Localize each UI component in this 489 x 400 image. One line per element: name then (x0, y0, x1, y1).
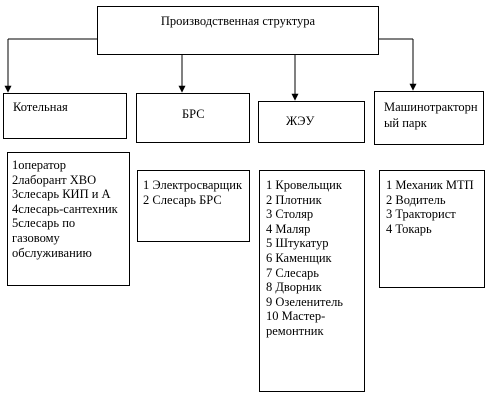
dept-title-mtp: Машинотракторный парк (384, 100, 478, 130)
root-title: Производственная структура (160, 14, 316, 28)
list-item: 2 Водитель (386, 192, 446, 207)
list-item: 4 Маляр (266, 221, 311, 236)
staff-box-mtp: 1 Механик МТП 2 Водитель 3 Тракторист 4 … (379, 170, 485, 288)
list-item: 1 Электросварщик (143, 178, 243, 192)
dept-title-kotelnaya: Котельная (13, 100, 68, 114)
dept-box-zheu: ЖЭУ (258, 101, 365, 143)
list-item: 9 Озеленитель (266, 294, 344, 309)
list-item: 6 Каменщик (266, 250, 332, 265)
dept-box-kotelnaya: Котельная (3, 93, 127, 139)
list-item: 10 Мастер-ремонтник (266, 309, 326, 338)
staff-list-kotelnaya: 1оператор 2лаборант ХВО 3слесарь КИП и А… (12, 158, 126, 260)
root-box: Производственная структура (97, 6, 379, 55)
staff-box-brs: 1 Электросварщик 2 Слесарь БРС (137, 170, 250, 242)
staff-list-mtp: 1 Механик МТП 2 Водитель 3 Тракторист 4 … (386, 178, 482, 236)
list-item: 4 Токарь (386, 221, 432, 236)
list-item: 3 Столяр (266, 207, 314, 222)
dept-title-brs: БРС (182, 107, 205, 121)
list-item: 8 Дворник (266, 280, 322, 295)
staff-box-kotelnaya: 1оператор 2лаборант ХВО 3слесарь КИП и А… (7, 152, 130, 286)
list-item: 1 Кровельщик (266, 178, 342, 192)
list-item: 3 Тракторист (386, 207, 456, 222)
staff-box-zheu: 1 Кровельщик 2 Плотник 3 Столяр 4 Маляр … (259, 170, 365, 392)
list-item: 4слесарь-сантехник (12, 201, 118, 216)
dept-title-zheu: ЖЭУ (286, 114, 315, 128)
list-item: 5 Штукатур (266, 236, 329, 251)
list-item: 2 Плотник (266, 192, 322, 207)
list-item: 7 Слесарь (266, 265, 320, 280)
list-item: 5слесарь по газовому обслуживанию (12, 216, 92, 260)
list-item: 2лаборант ХВО (12, 172, 97, 187)
list-item: 2 Слесарь БРС (143, 192, 222, 207)
list-item: 3слесарь КИП и А (12, 187, 111, 202)
list-item: 1 Механик МТП (386, 178, 474, 192)
dept-box-mtp: Машинотракторный парк (374, 91, 484, 145)
staff-list-brs: 1 Электросварщик 2 Слесарь БРС (143, 178, 247, 207)
staff-list-zheu: 1 Кровельщик 2 Плотник 3 Столяр 4 Маляр … (266, 178, 362, 339)
list-item: 1оператор (12, 158, 67, 172)
dept-box-brs: БРС (136, 93, 250, 143)
